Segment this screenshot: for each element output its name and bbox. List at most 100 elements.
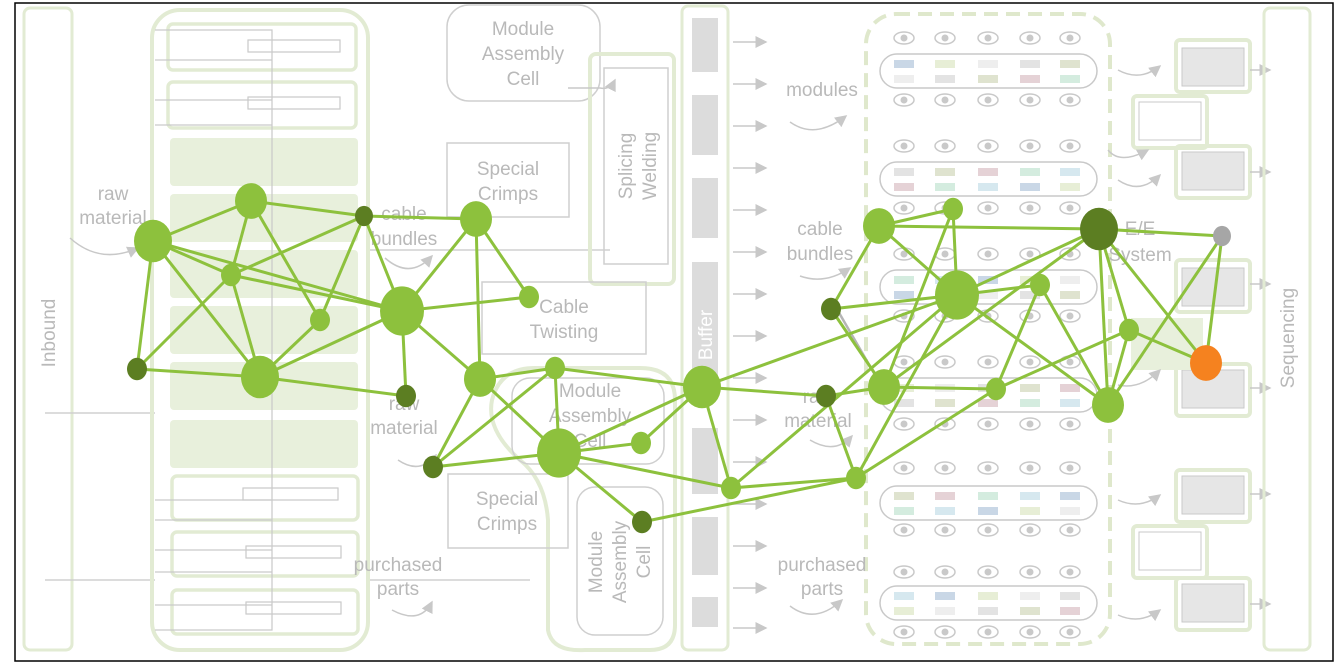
inbound-label: Inbound — [39, 299, 60, 368]
station-marker-dot — [1066, 358, 1074, 366]
label-purchased-parts-1b: parts — [377, 579, 419, 600]
network-edge — [151, 240, 262, 378]
module-chip — [1060, 75, 1080, 83]
station-marker-dot — [1066, 142, 1074, 150]
station-marker-dot — [984, 358, 992, 366]
station-marker-dot — [1026, 142, 1034, 150]
network-edge — [230, 273, 403, 313]
module-chip — [978, 60, 998, 68]
network-edge — [641, 476, 857, 524]
module-chip — [894, 592, 914, 600]
sequencing-label: Sequencing — [1278, 288, 1299, 388]
network-edge — [558, 385, 703, 455]
network-edge — [152, 239, 403, 313]
label-module-cell-top-1: Module — [492, 19, 554, 40]
module-chip — [935, 60, 955, 68]
module-chip — [1060, 592, 1080, 600]
network-node — [821, 297, 841, 321]
cable-twisting-box — [481, 281, 647, 355]
module-chip — [1060, 183, 1080, 191]
label-ee-system-b: System — [1108, 245, 1171, 266]
module-chip — [1020, 291, 1040, 299]
label-purchased-parts-2b: parts — [801, 579, 843, 600]
module-chip — [1060, 276, 1080, 284]
network-node — [683, 365, 721, 409]
network-edge — [558, 451, 732, 490]
network-node — [134, 219, 172, 263]
module-chip — [1020, 60, 1040, 68]
station-marker-dot — [984, 204, 992, 212]
module-chip — [935, 507, 955, 515]
station-marker-dot — [941, 142, 949, 150]
module-chip — [1060, 399, 1080, 407]
network-node — [721, 476, 741, 500]
label-special-crimps-2a: Special — [476, 489, 538, 510]
station-marker-dot — [984, 628, 992, 636]
module-chip — [935, 607, 955, 615]
splicing-frame — [588, 52, 676, 286]
station-marker-dot — [1026, 628, 1034, 636]
background-layout: Inbound — [22, 4, 1312, 653]
network-edge — [135, 240, 155, 370]
network-node — [310, 308, 330, 332]
module-chip — [894, 75, 914, 83]
station-marker-dot — [1026, 250, 1034, 258]
network-node — [631, 431, 651, 455]
station-marker-dot — [984, 420, 992, 428]
module-chip — [894, 183, 914, 191]
special-crimps-2-box — [447, 473, 569, 549]
network-edge — [1106, 235, 1224, 406]
network-node — [1080, 207, 1118, 251]
network-nodes — [127, 183, 1231, 534]
station-marker-dot — [984, 464, 992, 472]
module-chip — [1020, 168, 1040, 176]
network-edge — [318, 215, 366, 321]
module-chip — [1020, 384, 1040, 392]
label-splicing: Splicing — [616, 133, 637, 200]
station-marker-dot — [941, 358, 949, 366]
network-node — [235, 183, 267, 219]
station-marker-dot — [941, 568, 949, 576]
module-chip — [1060, 291, 1080, 299]
station-marker-dot — [900, 34, 908, 42]
station-marker-dot — [984, 568, 992, 576]
module-chip — [1060, 384, 1080, 392]
label-cable-twisting-a: Cable — [539, 297, 589, 318]
network-edge — [554, 366, 703, 389]
station-marker-dot — [1066, 312, 1074, 320]
label-purchased-parts-2a: purchased — [778, 555, 867, 576]
label-cable-twisting-b: Twisting — [530, 322, 599, 343]
network-node — [396, 384, 416, 408]
station-marker-dot — [1066, 568, 1074, 576]
module-chip — [978, 592, 998, 600]
network-node — [423, 455, 443, 479]
network-edge — [883, 385, 997, 391]
network-node — [464, 361, 496, 397]
network-node — [868, 369, 900, 405]
module-chip — [935, 75, 955, 83]
station-marker-dot — [1026, 34, 1034, 42]
label-welding: Welding — [640, 132, 661, 200]
module-chip — [978, 75, 998, 83]
label-module-cell-low-2: Assembly — [610, 520, 631, 603]
network-edge — [259, 309, 403, 379]
network-node — [943, 197, 963, 221]
buffer-label: Buffer — [696, 309, 717, 360]
module-chip — [1060, 492, 1080, 500]
label-cable-bundles-2a: cable — [797, 219, 842, 240]
label-cable-bundles-2b: bundles — [787, 244, 854, 265]
network-node — [935, 270, 979, 320]
module-chip — [1020, 592, 1040, 600]
label-module-cell-low-3: Cell — [634, 546, 655, 579]
network-edge — [1204, 235, 1224, 364]
sequencing-column — [1262, 6, 1312, 652]
station-marker-dot — [1026, 96, 1034, 104]
network-edge — [824, 395, 858, 479]
label-raw-material-1b: material — [79, 208, 147, 229]
module-chip — [1060, 60, 1080, 68]
network-node — [537, 428, 581, 478]
station-marker-dot — [984, 96, 992, 104]
network-node — [380, 286, 424, 336]
module-chip — [1060, 607, 1080, 615]
